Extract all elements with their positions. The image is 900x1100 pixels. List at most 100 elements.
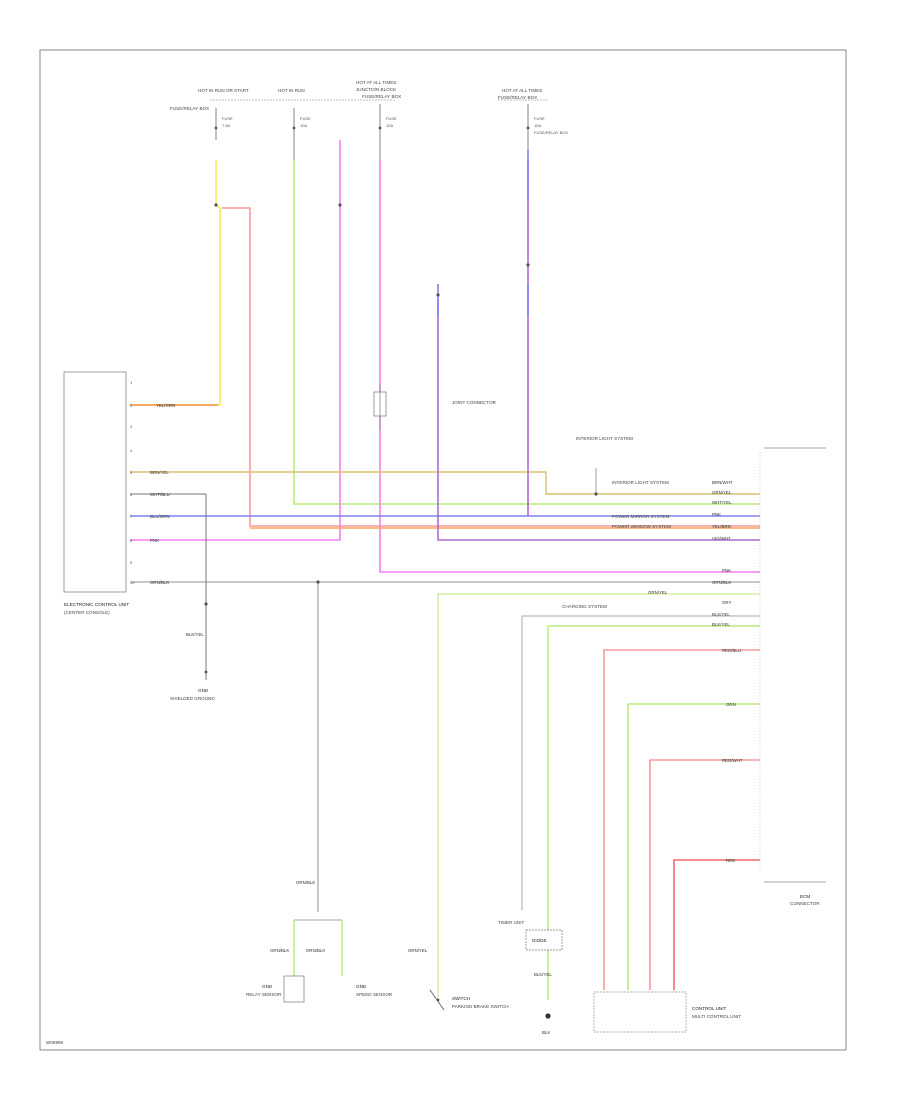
svg-text:FUSE: FUSE — [386, 116, 397, 121]
fuse-1: FUSE/RELAY BOX FUSE 7.5A — [170, 106, 233, 140]
svg-text:YEL/BRN: YEL/BRN — [712, 524, 731, 529]
wire-black-module — [130, 493, 207, 680]
svg-text:FUSE: FUSE — [222, 116, 233, 121]
junction-desc: JOINT CONNECTOR — [452, 400, 497, 405]
bottom-wire-label-1: ORN/BLK — [296, 880, 315, 885]
svg-text:WHT/YEL: WHT/YEL — [712, 500, 732, 505]
bottom-component-1: GND RELAY SENSOR — [246, 975, 305, 1003]
fuse-feed-1: HOT IN RUN OR START — [198, 88, 249, 93]
wire-lgreen-2 — [547, 625, 760, 1000]
fuse-box-label-3b: FUSE/RELAY BOX — [362, 94, 401, 99]
left-splice — [204, 602, 208, 606]
svg-text:FUSE: FUSE — [300, 116, 311, 121]
fuse-feed-4: HOT AT ALL TIMES — [502, 88, 542, 93]
left-wire-label-1: YEL/GRN — [156, 403, 175, 408]
left-wire-label-6: ORN/BLK — [150, 580, 169, 585]
svg-text:DIODE: DIODE — [532, 938, 547, 943]
wire-yellow — [130, 160, 221, 406]
lower-wire-labels: RED/BLU GRN RED/WHT RED — [722, 648, 743, 863]
wire-pink-1 — [130, 140, 341, 541]
left-bottom-wire: BLK/YEL — [186, 632, 204, 637]
bottom-wire-label-3: ORN/BLK — [306, 948, 325, 953]
svg-text:10: 10 — [130, 580, 135, 585]
svg-text:GRN: GRN — [726, 702, 736, 707]
svg-text:POWER WINDOW SYSTEM: POWER WINDOW SYSTEM — [612, 524, 671, 529]
fuse-feed-2: HOT IN RUN — [278, 88, 305, 93]
svg-text:ORN/BLK: ORN/BLK — [712, 580, 731, 585]
right-connector-desc: CONNECTOR — [790, 901, 820, 906]
svg-text:BRN/WHT: BRN/WHT — [712, 480, 733, 485]
right-wire-labels: BRN/WHT GRN/YEL WHT/YEL PNK YEL/BRN VIO/… — [648, 480, 733, 627]
svg-text:TIMER UNIT: TIMER UNIT — [498, 920, 524, 925]
wire-green-lower — [627, 703, 760, 990]
fuse-4: FUSE 15A FUSE/RELAY BOX — [526, 104, 568, 160]
left-module-name: ELECTRONIC CONTROL UNIT — [64, 602, 129, 607]
right-system-notes: INTERIOR LIGHT SYSTEM POWER MIRROR SYSTE… — [562, 480, 671, 609]
svg-text:5: 5 — [130, 470, 133, 475]
wire-green — [293, 160, 760, 505]
fuse-2: FUSE 10A — [292, 108, 311, 160]
bottom-component-3: SWITCH PARKING BRAKE SWITCH GRN/YEL — [408, 948, 509, 1011]
svg-text:7: 7 — [130, 514, 133, 519]
wire-red-lower-1 — [603, 649, 760, 990]
svg-text:15A: 15A — [534, 123, 541, 128]
svg-text:3: 3 — [130, 424, 133, 429]
fuse-feed-3: HOT AT ALL TIMES — [356, 80, 396, 85]
left-wire-label-5: PNK — [150, 538, 159, 543]
fuse-box-label-3: JUNCTION BLOCK — [356, 87, 397, 92]
wire-violet-1 — [437, 300, 760, 541]
svg-text:INTERIOR LIGHT SYSTEM: INTERIOR LIGHT SYSTEM — [612, 480, 669, 485]
svg-text:4: 4 — [130, 448, 133, 453]
svg-text:2: 2 — [130, 403, 133, 408]
left-module-pins: 1 2 3 4 5 6 7 8 9 10 — [130, 380, 135, 585]
splice-340 — [338, 203, 342, 207]
svg-text:10A: 10A — [386, 123, 393, 128]
svg-text:GRY: GRY — [722, 600, 732, 605]
ground-point: INTERIOR LIGHT SYSTEM — [576, 436, 633, 496]
wire-lgreen — [437, 593, 760, 1000]
fuse-1-box: FUSE/RELAY BOX — [170, 106, 209, 111]
left-wire-label-4: BLU/GRN — [150, 514, 170, 519]
svg-text:PARKING BRAKE SWITCH: PARKING BRAKE SWITCH — [452, 1004, 509, 1009]
svg-text:BLK/YEL: BLK/YEL — [712, 612, 730, 617]
wire-gray-2 — [521, 615, 760, 910]
svg-text:BLK/YEL: BLK/YEL — [534, 972, 552, 977]
fuse-3: FUSE 10A — [378, 104, 397, 160]
wire-red — [222, 207, 760, 527]
ground-point-desc: INTERIOR LIGHT SYSTEM — [576, 436, 633, 441]
svg-text:POWER MIRROR SYSTEM: POWER MIRROR SYSTEM — [612, 514, 670, 519]
svg-text:VIO/WHT: VIO/WHT — [712, 536, 731, 541]
svg-text:GND: GND — [356, 984, 367, 989]
svg-text:7.5A: 7.5A — [222, 123, 231, 128]
svg-text:CONTROL UNIT: CONTROL UNIT — [692, 1006, 726, 1011]
left-wire-label-3: WHT/BLU — [150, 492, 170, 497]
junction-component: JOINT CONNECTOR — [373, 384, 497, 430]
wire-red-lower-2 — [649, 759, 760, 990]
left-bottom-desc: SHIELDED GROUND — [170, 696, 215, 701]
splice-216 — [214, 203, 218, 207]
svg-text:GRN/YEL: GRN/YEL — [712, 490, 732, 495]
svg-text:8: 8 — [130, 538, 133, 543]
svg-text:GND: GND — [262, 984, 273, 989]
bottom-component-4: DIODE TIMER UNIT BLK/YEL BLK — [498, 920, 563, 1035]
splice-528a — [526, 263, 530, 267]
svg-text:RED/WHT: RED/WHT — [722, 758, 743, 763]
svg-text:PNK: PNK — [712, 512, 721, 517]
svg-text:6: 6 — [130, 492, 133, 497]
svg-text:RED/BLU: RED/BLU — [722, 648, 741, 653]
svg-text:BLK/YEL: BLK/YEL — [712, 622, 730, 627]
splice-318 — [316, 580, 320, 584]
wire-red-lower-3 — [673, 859, 760, 990]
bottom-component-5: CONTROL UNIT MULTI CONTROL UNIT — [593, 991, 741, 1033]
bottom-wire-label-2: ORN/BLK — [270, 948, 289, 953]
svg-text:GRN/YEL: GRN/YEL — [648, 590, 668, 595]
svg-text:FUSE/RELAY BOX: FUSE/RELAY BOX — [534, 130, 568, 135]
svg-text:SPEED SENSOR: SPEED SENSOR — [356, 992, 393, 997]
wire-pink-2 — [379, 160, 760, 573]
svg-text:10A: 10A — [300, 123, 307, 128]
bottom-component-2: GND SPEED SENSOR — [356, 984, 393, 997]
wire-olive — [130, 471, 760, 495]
right-connector-name: ECM — [800, 894, 810, 899]
svg-text:9: 9 — [130, 560, 133, 565]
